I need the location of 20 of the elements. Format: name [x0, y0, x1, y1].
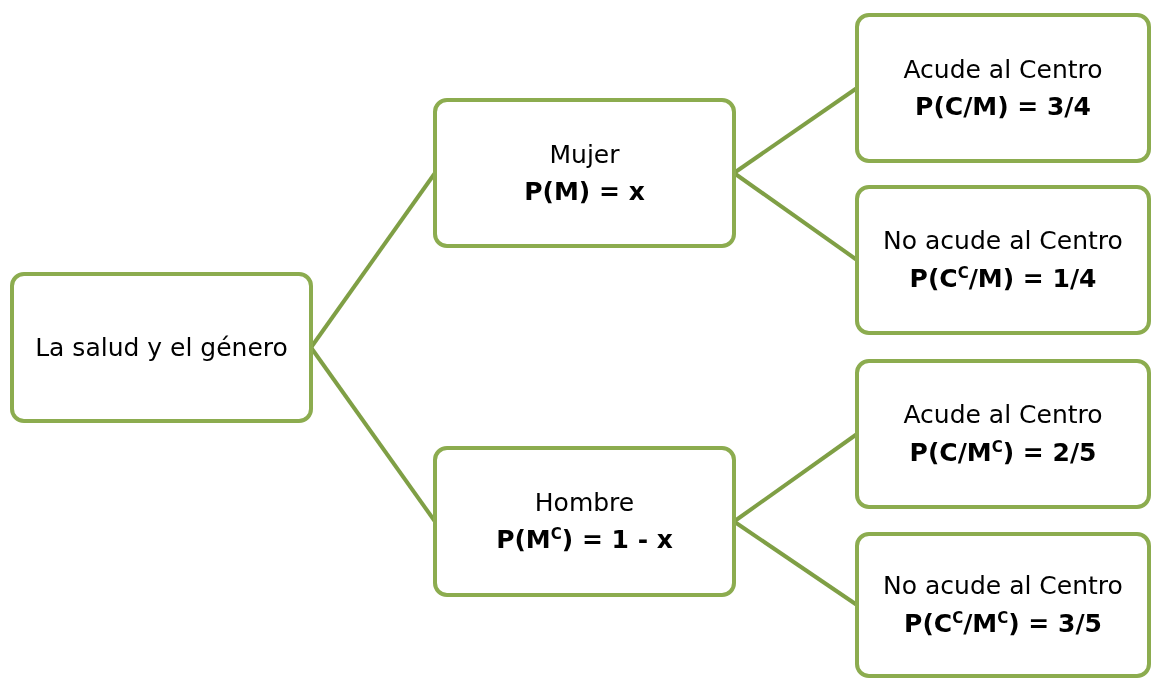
probability-label: P(C$^{C}$/M) = 1/4	[909, 264, 1097, 293]
text-box	[10, 272, 313, 423]
text-box	[433, 446, 736, 597]
node-title: No acude al Centro	[883, 572, 1123, 600]
probability-label: P(C$^{C}$/M$^{C}$) = 3/5	[904, 609, 1102, 638]
text-box	[855, 359, 1151, 509]
text-box	[855, 13, 1151, 163]
text-box	[855, 185, 1151, 335]
node-title: Mujer	[549, 140, 620, 168]
node-title: La salud y el género	[35, 333, 288, 362]
probability-label: P(M) = x	[524, 178, 645, 206]
probability-label: P(M$^{C}$) = 1 - x	[496, 526, 673, 555]
node-title: Hombre	[534, 488, 635, 517]
probability-label: P(C/M) = 3/4	[915, 93, 1091, 121]
text-box	[855, 532, 1151, 678]
node-title: No acude al Centro	[883, 227, 1123, 255]
text-box	[433, 98, 736, 248]
node-title: Acude al Centro	[903, 55, 1103, 83]
probability-label: P(C/M$^{C}$) = 2/5	[909, 438, 1097, 467]
node-title: Acude al Centro	[903, 401, 1103, 429]
